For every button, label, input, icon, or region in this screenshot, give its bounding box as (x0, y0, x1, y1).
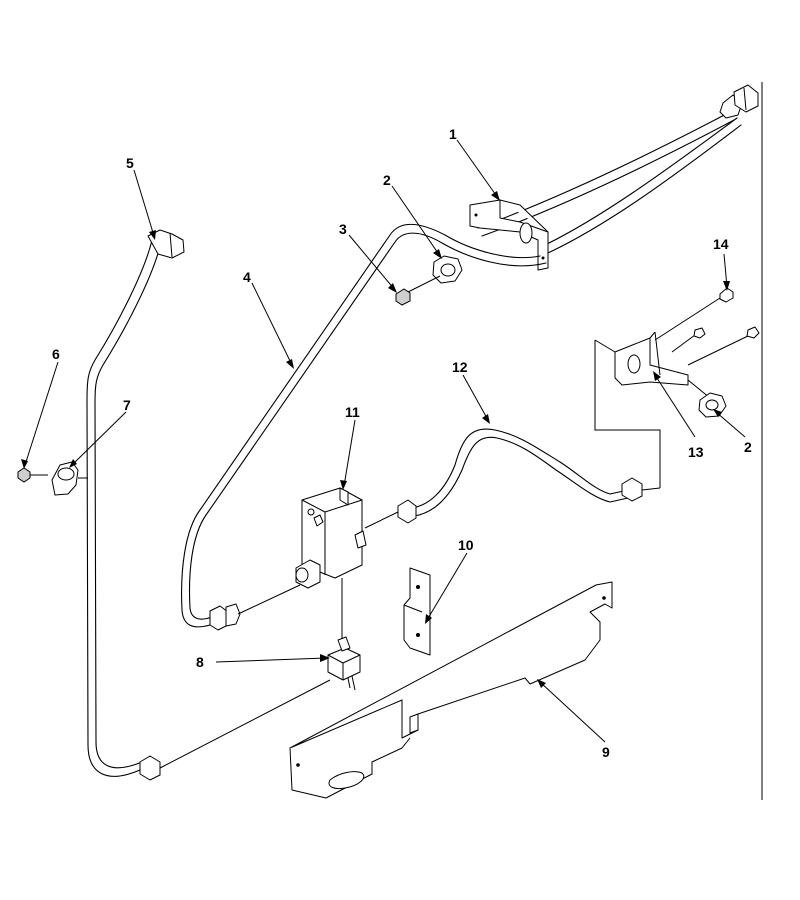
nut-part-2-upper (407, 255, 463, 293)
screw-part-14 (719, 287, 734, 303)
callout-9: 9 (602, 744, 610, 760)
valve-part-11 (295, 487, 367, 645)
callout-11: 11 (345, 404, 360, 420)
bracket-part-13 (594, 297, 760, 488)
clamp-part-7 (51, 461, 88, 496)
callout-labels: 1 2 3 4 5 6 7 8 9 10 11 12 13 14 2 (52, 126, 752, 760)
callout-5: 5 (126, 155, 134, 171)
nut-part-2-lower (698, 392, 727, 418)
callout-10: 10 (458, 537, 474, 553)
callout-7: 7 (123, 397, 131, 413)
tube-part-5 (86, 229, 331, 781)
callout-6: 6 (52, 346, 60, 362)
bracket-part-10 (403, 567, 431, 656)
screw-part-6 (17, 467, 48, 483)
callout-13: 13 (688, 444, 704, 460)
bracket-part-1 (469, 199, 549, 271)
callout-14: 14 (713, 236, 729, 252)
callout-2-upper: 2 (383, 172, 391, 188)
callout-3: 3 (339, 221, 347, 237)
callout-1: 1 (449, 126, 457, 142)
tube-part-12 (364, 428, 661, 529)
callout-4: 4 (243, 269, 251, 285)
callout-12: 12 (452, 359, 468, 375)
bracket-part-9 (289, 581, 613, 799)
tube-part-4 (181, 223, 547, 631)
valve-part-8 (327, 636, 361, 691)
callout-8: 8 (196, 654, 204, 670)
callout-leaders (21, 139, 746, 743)
orifice-part-3 (395, 288, 411, 306)
callout-2-lower: 2 (744, 439, 752, 455)
